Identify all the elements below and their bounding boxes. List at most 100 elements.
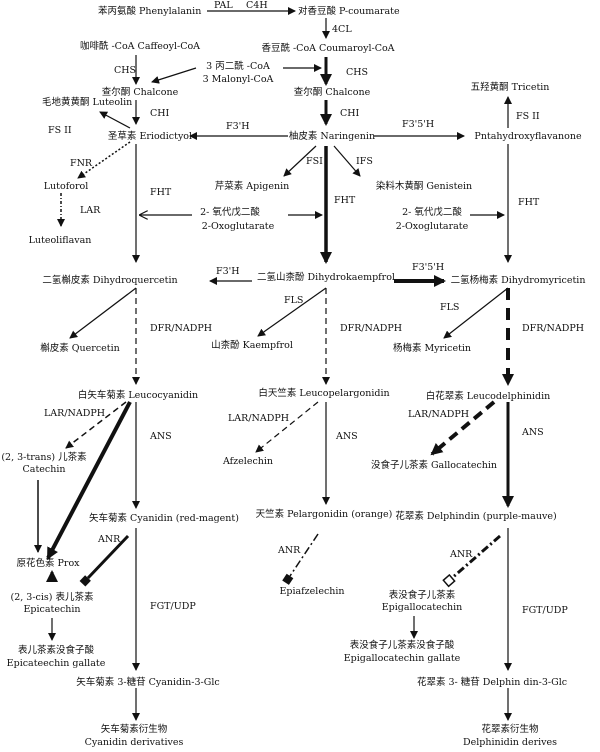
arrow-dhq-quercetin: [69, 287, 137, 339]
node-epicatechin: Epicatechin: [23, 604, 81, 615]
node-dihydrokaempfrol: 二氢山柰酚 Dihydrokaempfrol: [257, 272, 395, 283]
node-myricetin: 杨梅素 Myricetin: [392, 343, 472, 354]
enzyme-f3h-top: F3'H: [226, 121, 250, 132]
node-cyanidin-3-glc: 矢车菊素 3-糖苷 Cyanidin-3-Glc: [76, 677, 220, 688]
node-luteolin: 毛地黄黄酮 Luteolin: [42, 97, 133, 108]
arrow-naringenin-apigenin: [283, 145, 317, 177]
node-eriodictyol: 圣草素 Eriodictyol: [107, 131, 193, 142]
enzyme-chs-center: CHS: [346, 67, 369, 78]
enzyme-ifs: IFS: [356, 156, 373, 167]
enzyme-fs2-right: FS II: [516, 111, 540, 122]
node-naringenin: 柚皮素 Naringenin: [288, 131, 376, 142]
enzyme-ans-right: ANS: [522, 427, 544, 438]
node-leucocyanidin: 白矢车菊素 Leucocyanidin: [77, 390, 199, 401]
enzyme-4cl: 4CL: [332, 24, 352, 35]
node-cyanidin: 矢车菊素 Cyanidin (red-magent): [89, 513, 239, 524]
enzyme-chi-left: CHI: [150, 108, 170, 119]
node-genistein: 染料木黄酮 Genistein: [375, 181, 473, 192]
node-leucodelphinidin: 白花翠素 Leucodelphinidin: [425, 391, 551, 402]
arrow-leucocyanidin-catechin: [65, 401, 127, 449]
node-epicatechin-cn: (2, 3-cis) 表儿茶素: [10, 592, 94, 603]
node-phenylalanin: 苯丙氨酸 Phenylalanin: [98, 6, 202, 17]
node-luteoliflavan: Luteoliflavan: [28, 235, 92, 246]
node-coumaroyl-coa: 香豆酰 -CoA Coumaroyl-CoA: [261, 43, 395, 54]
arrow-malonyl-left: [151, 67, 197, 84]
node-epiafzelechin: Epiafzelechin: [279, 586, 345, 597]
enzyme-fgt-right: FGT/UDP: [522, 605, 568, 616]
node-pelargonidin: 天竺素 Pelargonidin (orange): [255, 509, 393, 520]
node-caffeoyl-coa: 咖啡酰 -CoA Caffeoyl-CoA: [79, 41, 201, 52]
node-dihydroquercetin: 二氢槲皮素 Dihydroquercetin: [42, 275, 178, 286]
enzyme-chs-left: CHS: [114, 65, 137, 76]
node-egcg-cn: 表没食子儿茶素没食子酸: [349, 640, 455, 651]
enzyme-fnr: FNR: [70, 158, 93, 169]
arrow-leucopelargonidin-afzelechin: [255, 401, 319, 453]
enzyme-fht-left: FHT: [150, 187, 172, 198]
enzyme-fgt-left: FGT/UDP: [150, 601, 196, 612]
node-oxoglutarate-right: 2-Oxoglutarate: [395, 221, 469, 232]
node-quercetin: 槲皮素 Quercetin: [40, 343, 120, 354]
node-oxoglutarate-right-cn: 2- 氧代戊二酸: [402, 207, 462, 218]
enzyme-fls-center: FLS: [284, 295, 304, 306]
node-egcg: Epigallocatechin gallate: [343, 653, 461, 664]
node-catechin-cn: (2, 3-trans) 儿茶素: [1, 452, 87, 463]
node-epigallocatechin: Epigallocatechin: [381, 602, 463, 613]
node-chalcone-center: 查尔酮 Chalcone: [293, 87, 371, 98]
enzyme-dfr-right: DFR/NADPH: [522, 323, 585, 334]
arrow-dhm-myricetin: [443, 287, 509, 339]
enzyme-fht-center: FHT: [334, 195, 356, 206]
node-delphinidin-derives-cn: 花翠素衍生物: [481, 724, 539, 735]
enzyme-anr-right: ANR: [450, 549, 473, 560]
enzyme-lar-nadph-center: LAR/NADPH: [228, 413, 289, 424]
node-p-coumarate: 对香豆酸 P-coumarate: [298, 6, 400, 17]
enzyme-fsi: FSI: [306, 156, 323, 167]
node-malonyl-coa-cn: 3 丙二酰 -CoA: [206, 61, 270, 72]
node-lutoforol: Lutoforol: [43, 181, 89, 192]
node-afzelechin: Afzelechin: [222, 456, 274, 467]
enzyme-pal: PAL: [214, 0, 233, 11]
node-gallocatechin: 没食子儿茶素 Gallocatechin: [370, 460, 498, 471]
node-epicatechin-gallate-cn: 表儿茶素没食子酸: [17, 645, 95, 656]
node-kaempfrol: 山柰酚 Kaempfrol: [211, 340, 293, 351]
node-oxoglutarate-left: 2-Oxoglutarate: [201, 221, 275, 232]
arrow-leucodelphinidin-gallocatechin: [430, 400, 496, 456]
enzyme-chi-center: CHI: [340, 108, 360, 119]
node-catechin: Catechin: [22, 464, 66, 475]
node-pentahydroxyflavanone: Pntahydroxyflavanone: [474, 131, 582, 142]
node-malonyl-coa: 3 Malonyl-CoA: [202, 74, 274, 85]
enzyme-ans-center: ANS: [336, 431, 358, 442]
enzyme-anr-center: ANR: [278, 545, 301, 556]
enzyme-lar-nadph-left: LAR/NADPH: [44, 408, 105, 419]
node-chalcone-left: 查尔酮 Chalcone: [101, 87, 179, 98]
enzyme-anr-left: ANR: [98, 534, 121, 545]
enzyme-f3h-mid: F3'H: [216, 266, 240, 277]
enzyme-ans-left: ANS: [150, 431, 172, 442]
arrow-naringenin-genistein: [333, 145, 361, 177]
node-delphindin-3-glc: 花翠素 3- 糖苷 Delphin din-3-Glc: [416, 677, 568, 688]
enzyme-f35h-top: F3'5'H: [402, 119, 435, 130]
arrow-cyanidin-epicatechin: [79, 534, 130, 587]
enzyme-fs2-left: FS II: [48, 125, 72, 136]
node-dihydromyricetin: 二氢杨梅素 Dihydromyricetin: [450, 275, 586, 286]
arrow-leucocyanidin-prox: [46, 401, 132, 560]
node-epigallocatechin-cn: 表没食子儿茶素: [388, 590, 456, 601]
node-cyanidin-derivatives: Cyanidin derivatives: [84, 737, 184, 748]
arrow-delphindin-epigallocatechin: [442, 534, 501, 588]
node-prox: 原花色素 Prox: [16, 558, 80, 569]
enzyme-f35h-mid: F3'5'H: [412, 262, 445, 273]
node-leucopelargonidin: 白天竺素 Leucopelargonidin: [258, 388, 390, 399]
enzyme-fls-right: FLS: [440, 302, 460, 313]
node-epicatechin-gallate: Epicateechin gallate: [6, 658, 106, 669]
arrow-eriodictyol-lutoforol: [77, 141, 131, 179]
arrow-eriodictyol-luteolin: [99, 111, 131, 129]
enzyme-lar: LAR: [80, 205, 101, 216]
enzyme-lar-nadph-right: LAR/NADPH: [408, 409, 469, 420]
enzyme-fht-right: FHT: [518, 197, 540, 208]
enzyme-c4h: C4H: [246, 0, 268, 11]
node-oxoglutarate-left-cn: 2- 氧代戊二酸: [200, 207, 260, 218]
node-delphinidin-derives: Delphinidin derives: [462, 737, 558, 748]
enzyme-dfr-left: DFR/NADPH: [150, 323, 213, 334]
node-tricetin: 五羟黄酮 Tricetin: [470, 82, 550, 93]
node-delphindin: 花翠素 Delphindin (purple-mauve): [395, 511, 557, 522]
